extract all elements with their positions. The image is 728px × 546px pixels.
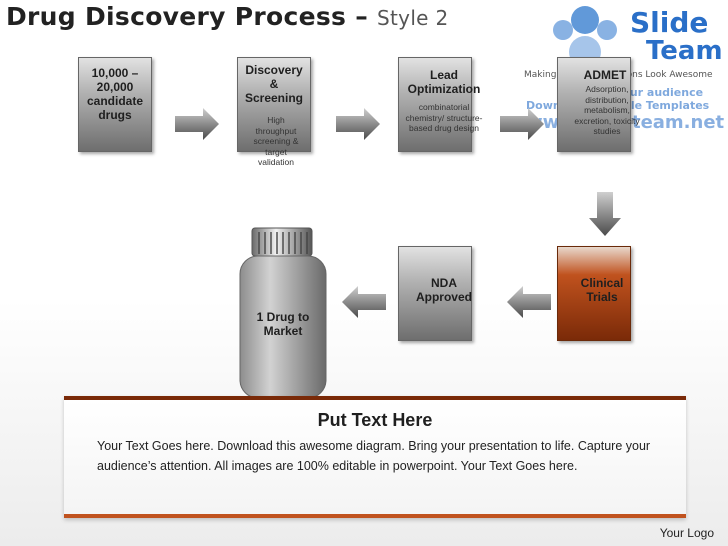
title-sub: Style 2 [377,6,449,30]
text-panel: Put Text Here Your Text Goes here. Downl… [64,396,686,518]
stage-box-candidates [78,57,152,152]
arrow-right-icon [175,108,219,140]
arrow-right-icon [500,108,544,140]
stage-label-discovery: Discovery & Screening [244,63,304,105]
stage-box-discovery [237,57,311,152]
your-logo-text: Your Logo [659,526,714,540]
stage-detail-lead-optimization: combinatorial chemistry/ structure-based… [405,102,483,133]
arrow-right-icon [336,108,380,140]
arrow-down-icon [589,192,621,236]
stage-detail-discovery: High throughput screening & target valid… [253,115,299,167]
arrow-left-icon [342,286,386,318]
title-main: Drug Discovery Process – [6,2,369,31]
panel-body: Your Text Goes here. Download this aweso… [97,439,651,473]
arrow-left-icon [507,286,551,318]
stage-box-nda-approved [398,246,472,341]
watermark-brand-team: Team [646,36,723,66]
stage-label-lead-optimization: Lead Optimization [407,68,481,96]
stage-label-candidates: 10,000 – 20,000 candidate drugs [86,66,143,122]
stage-detail-admet: Adsorption, distribution, metabolism, ex… [574,84,640,136]
stage-box-clinical-trials [557,246,631,341]
drug-bottle-icon [239,227,327,399]
stage-box-admet [557,57,631,152]
stage-label-admet: ADMET [583,68,627,82]
stage-label-nda-approved: NDA Approved [415,276,472,304]
stage-box-lead-optimization [398,57,472,152]
panel-heading: Put Text Here [317,410,433,430]
watermark-brand-slide: Slide [630,6,709,39]
stage-label-clinical-trials: Clinical Trials [580,276,624,304]
page-title: Drug Discovery Process – Style 2 [6,2,448,31]
stage-label-drug-to-market: 1 Drug to Market [256,310,310,338]
